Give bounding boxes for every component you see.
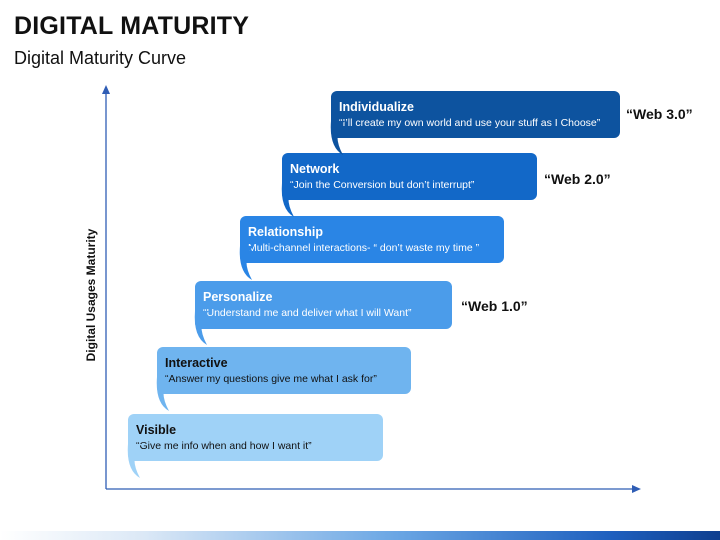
bubble-tail (281, 183, 296, 217)
step-title: Network (290, 162, 340, 176)
step-relationship: Relationship Multi-channel interactions-… (239, 216, 504, 280)
bubble-tail (156, 377, 171, 411)
step-network: Network “Join the Conversion but don’t i… (281, 153, 537, 217)
step-quote: “Give me info when and how I want it” (136, 440, 312, 452)
slide-subtitle: Digital Maturity Curve (14, 48, 187, 68)
step-title: Personalize (203, 290, 273, 304)
web-2-label: “Web 2.0” (544, 171, 611, 187)
step-visible: Visible “Give me info when and how I wan… (127, 414, 383, 478)
step-title: Interactive (165, 356, 228, 370)
web-3-label: “Web 3.0” (626, 106, 693, 122)
bubble-tail (127, 444, 142, 478)
step-personalize: Personalize “Understand me and deliver w… (194, 281, 452, 345)
step-quote: “Answer my questions give me what I ask … (165, 373, 377, 385)
step-title: Visible (136, 423, 177, 437)
slide-title: DIGITAL MATURITY (14, 12, 250, 40)
step-quote: “Understand me and deliver what I will W… (203, 307, 412, 319)
step-individualize: Individualize “I’ll create my own world … (330, 91, 620, 155)
bubble-tail (239, 246, 254, 280)
y-axis-arrow-icon (102, 85, 110, 94)
step-title: Individualize (339, 100, 415, 114)
step-title: Relationship (248, 225, 324, 239)
bubble-tail (194, 311, 209, 345)
step-quote: “I’ll create my own world and use your s… (339, 117, 601, 129)
web-1-label: “Web 1.0” (461, 298, 528, 314)
footer-gradient-bar (0, 531, 720, 540)
step-quote: Multi-channel interactions- “ don’t wast… (248, 242, 480, 254)
step-interactive: Interactive “Answer my questions give me… (156, 347, 411, 411)
step-quote: “Join the Conversion but don’t interrupt… (290, 179, 475, 191)
x-axis-arrow-icon (632, 485, 641, 493)
y-axis-label: Digital Usages Maturity (84, 228, 98, 362)
bubble-tail (330, 121, 345, 155)
